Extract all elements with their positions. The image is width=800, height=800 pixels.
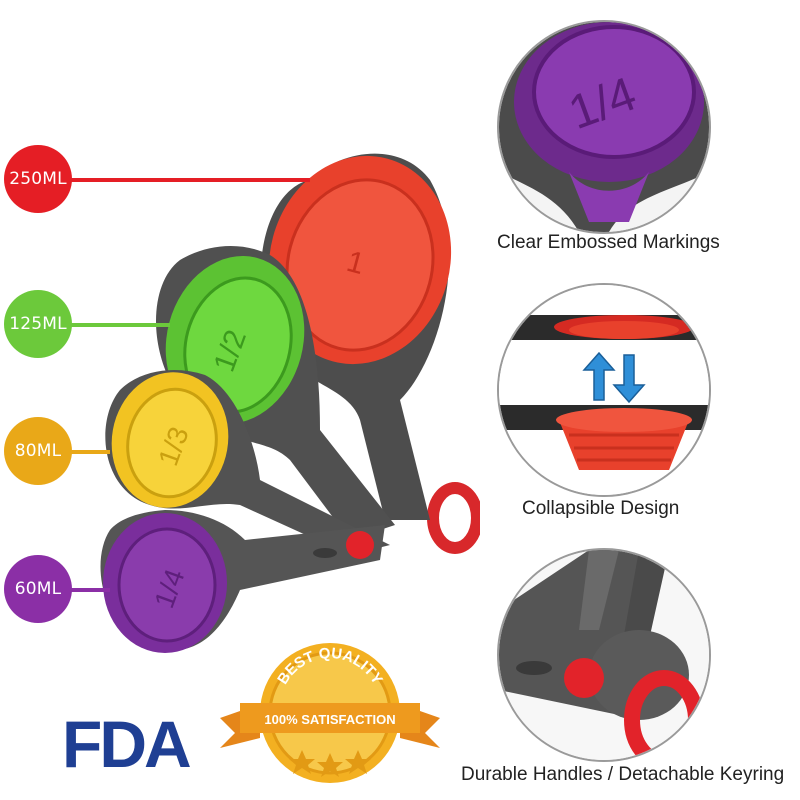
badge-ribbon-text: 100% SATISFACTION	[264, 712, 395, 727]
size-label-80ml: 80ML	[4, 417, 72, 485]
size-label-125ml: 125ML	[4, 290, 72, 358]
red-keyring	[427, 482, 480, 554]
leader-line-60ml	[70, 588, 110, 592]
badge-stars	[289, 750, 371, 777]
size-label-250ml: 250ML	[4, 145, 72, 213]
hinge-slot	[313, 548, 337, 558]
hinge-button	[346, 531, 374, 559]
expand-arrow-icon	[612, 354, 646, 404]
leader-line-250ml	[70, 178, 310, 182]
measuring-cups-illustration: 1 1/2 1/3 1/4	[100, 153, 480, 653]
caption-embossed: Clear Embossed Markings	[497, 232, 720, 253]
detail-circle-embossed: 1/4	[497, 20, 711, 234]
leader-line-80ml	[70, 450, 110, 454]
leader-line-125ml	[70, 323, 170, 327]
fda-logo-text: FDA	[62, 707, 190, 775]
size-label-60ml: 60ML	[4, 555, 72, 623]
best-quality-badge: BEST QUALITY 100% SATISFACTION	[220, 643, 440, 783]
detail-circle-handles	[497, 548, 711, 762]
caption-handles: Durable Handles / Detachable Keyring	[461, 764, 785, 785]
collapse-arrow-icon	[582, 351, 616, 401]
cup-60ml: 1/4	[100, 510, 386, 653]
detail-circle-collapsible	[497, 283, 711, 497]
cup-250ml: 1	[261, 153, 452, 520]
cup-80ml: 1/3	[105, 370, 390, 555]
caption-collapsible: Collapsible Design	[522, 498, 680, 519]
fda-logo: FDA	[62, 707, 193, 775]
